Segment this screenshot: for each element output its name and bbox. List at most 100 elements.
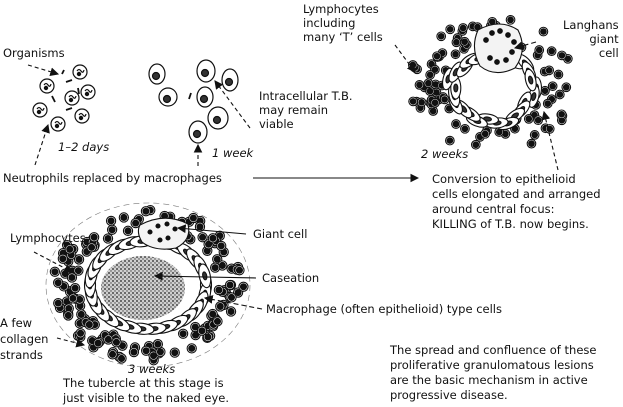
lymphocyte bbox=[430, 97, 440, 108]
lymphocyte bbox=[510, 123, 520, 134]
label-time-2-weeks: 2 weeks bbox=[421, 147, 469, 161]
lymphocyte bbox=[213, 284, 225, 296]
lymphocyte bbox=[470, 139, 481, 150]
lymphocyte bbox=[140, 206, 152, 217]
giant-cell-nucleus bbox=[172, 226, 178, 232]
lymphocyte bbox=[234, 265, 245, 276]
label-summary: The spread and confluence of these proli… bbox=[390, 343, 597, 402]
arrow-collagen bbox=[56, 337, 86, 348]
lymphocyte bbox=[64, 244, 75, 255]
lymphocyte bbox=[544, 124, 555, 134]
lymphocyte bbox=[194, 221, 206, 232]
macrophage bbox=[221, 68, 239, 92]
lymphocyte bbox=[450, 49, 461, 60]
epithelioid-cell bbox=[198, 263, 212, 289]
lymphocyte bbox=[459, 36, 470, 47]
arrow-langhans bbox=[513, 41, 537, 51]
lymphocyte bbox=[563, 53, 573, 64]
lymphocyte bbox=[444, 103, 455, 114]
lymphocyte bbox=[57, 253, 68, 264]
neutrophil bbox=[39, 78, 55, 94]
lymphocyte bbox=[130, 217, 141, 229]
lymphocyte bbox=[458, 23, 468, 33]
organism-rod bbox=[65, 79, 73, 83]
lymphocyte bbox=[111, 337, 122, 348]
label-conversion: Conversion to epithelioid cells elongate… bbox=[432, 172, 601, 231]
giant-cell-nucleus bbox=[157, 237, 163, 243]
label-caseation: Caseation bbox=[262, 271, 320, 285]
organism-rod bbox=[77, 87, 80, 95]
lymphocyte bbox=[451, 37, 462, 48]
label-time-1-2-days: 1–2 days bbox=[58, 140, 110, 154]
macrophage bbox=[196, 59, 216, 83]
neutrophil bbox=[80, 84, 96, 100]
collagen-strands bbox=[45, 202, 251, 368]
lymphocyte bbox=[439, 94, 450, 105]
lymphocyte bbox=[538, 26, 549, 37]
label-lymphocytes-t-cells: Lymphocytes including many ‘T’ cells bbox=[303, 2, 383, 44]
label-langhans-giant-cell: Langhans giant cell bbox=[563, 18, 619, 60]
organism-rod bbox=[51, 95, 56, 103]
lymphocyte bbox=[67, 293, 79, 304]
giant-cell-nucleus bbox=[505, 32, 511, 38]
lymphocyte bbox=[432, 51, 442, 62]
lymphocyte bbox=[546, 46, 557, 56]
lymphocyte bbox=[188, 212, 199, 224]
lymphocyte bbox=[53, 297, 64, 309]
lymphocyte bbox=[224, 279, 236, 291]
arrow-intracellular bbox=[214, 80, 251, 129]
label-giant-cell: Giant cell bbox=[253, 227, 308, 241]
lymphocyte bbox=[436, 31, 447, 42]
lymphocyte bbox=[561, 82, 572, 93]
lymphocyte bbox=[445, 24, 456, 35]
lymphocyte bbox=[529, 130, 540, 140]
giant-cell-nucleus bbox=[165, 235, 171, 241]
lymphocyte bbox=[92, 338, 104, 349]
lymphocyte bbox=[542, 98, 553, 109]
lymphocyte bbox=[212, 254, 223, 265]
giant-cell-nucleus bbox=[509, 49, 515, 55]
lymphocyte bbox=[84, 319, 95, 330]
lymphocyte bbox=[49, 266, 61, 277]
lymphocyte bbox=[118, 212, 130, 223]
lymphocyte bbox=[216, 240, 227, 252]
lymphocyte bbox=[556, 109, 567, 120]
lymphocyte bbox=[105, 215, 117, 227]
macrophage bbox=[158, 87, 178, 107]
lymphocyte bbox=[186, 343, 197, 354]
lymphocyte bbox=[106, 224, 118, 235]
neutrophil bbox=[50, 116, 66, 132]
lymphocyte bbox=[460, 123, 470, 134]
stage-1-neutrophil-cluster bbox=[32, 64, 96, 132]
lymphocyte bbox=[480, 128, 491, 139]
stage-4-tubercle bbox=[45, 202, 251, 368]
lymphocyte bbox=[557, 50, 567, 61]
lymphocyte bbox=[75, 328, 86, 339]
giant-cell-nucleus bbox=[503, 57, 509, 63]
lymphocyte bbox=[215, 301, 226, 312]
label-time-1-week: 1 week bbox=[212, 146, 254, 160]
organism-rod bbox=[188, 92, 192, 100]
lymphocyte bbox=[445, 135, 455, 146]
arrow-caseation bbox=[153, 271, 257, 281]
giant-cell-nucleus bbox=[511, 39, 517, 45]
stage-2-macrophage-cluster bbox=[148, 59, 239, 144]
lymphocyte bbox=[73, 254, 85, 265]
arrow-giant-cell bbox=[176, 224, 247, 235]
giant-cell-nucleus bbox=[494, 59, 500, 65]
lymphocyte bbox=[63, 310, 74, 321]
lymphocyte bbox=[547, 81, 558, 92]
epithelioid-cell bbox=[450, 76, 462, 100]
lymphocyte bbox=[533, 115, 544, 126]
neutrophil bbox=[74, 108, 90, 124]
label-transition: Neutrophils replaced by macrophages bbox=[3, 171, 222, 185]
label-time-3-weeks: 3 weeks bbox=[128, 362, 176, 376]
lymphocyte bbox=[155, 346, 166, 358]
arrow-conversion bbox=[541, 110, 559, 171]
langhans-giant-cell bbox=[473, 23, 523, 74]
lymphocyte bbox=[554, 89, 565, 100]
lymphocyte bbox=[226, 292, 237, 303]
lymphocyte bbox=[177, 328, 189, 339]
lymphocyte bbox=[128, 346, 140, 358]
